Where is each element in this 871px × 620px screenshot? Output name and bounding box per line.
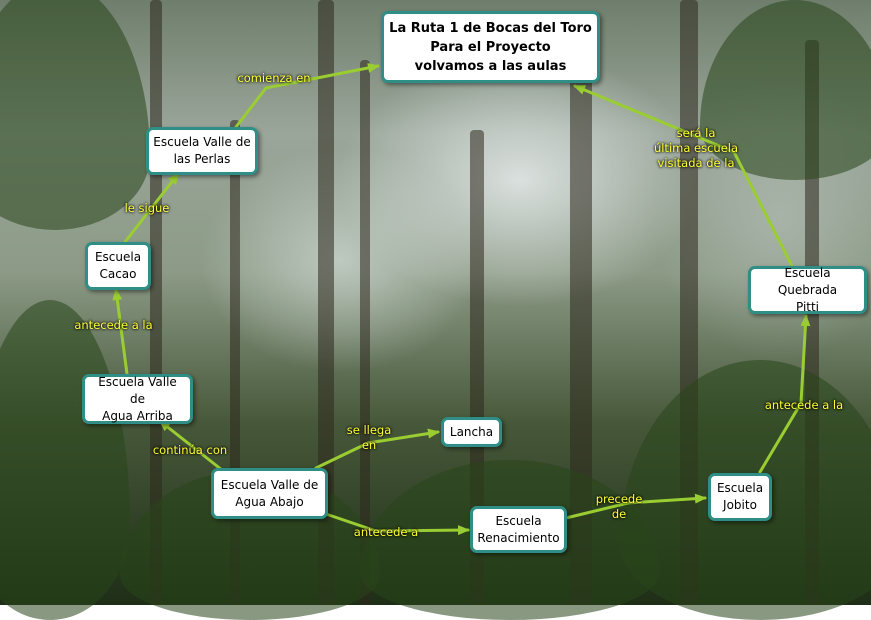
label-antecede-a: antecede a [353,525,419,539]
node-renacimiento[interactable]: Escuela Renacimiento [470,506,567,553]
link-sigue [123,172,180,244]
label-le-sigue: le sigue [124,201,170,215]
node-lancha[interactable]: Lancha [441,417,502,447]
label-se-llega-en: se llega en [346,423,392,452]
node-cacao[interactable]: Escuela Cacao [85,242,151,290]
link-antecede1 [112,288,129,376]
concept-map-arrows [112,63,811,536]
label-sera-la-ultima: será la última escuela visitada de la [653,126,739,170]
label-precede-de: precede de [595,492,643,521]
link-ultima [573,84,794,268]
node-valle-de-agua-arriba[interactable]: Escuela Valle de Agua Arriba [82,374,193,424]
node-valle-de-las-perlas[interactable]: Escuela Valle de las Perlas [146,127,258,175]
label-antecede-a-la-2: antecede a la [764,398,844,412]
link-antecede3 [758,314,811,474]
link-antecede2 [324,512,470,536]
label-antecede-a-la-1: antecede a la [74,318,153,332]
label-continua-con: continúa con [152,443,228,457]
label-comienza-en: comienza en [237,71,311,85]
node-quebrada-pitti[interactable]: Escuela Quebrada Pitti [748,266,867,314]
link-comienza [234,63,380,129]
link-llega [314,428,440,470]
node-jobito[interactable]: Escuela Jobito [708,473,772,521]
node-valle-de-agua-abajo[interactable]: Escuela Valle de Agua Abajo [211,468,328,519]
link-precede [564,493,707,520]
main-node[interactable]: La Ruta 1 de Bocas del Toro Para el Proy… [381,11,600,83]
link-continua [158,419,224,472]
